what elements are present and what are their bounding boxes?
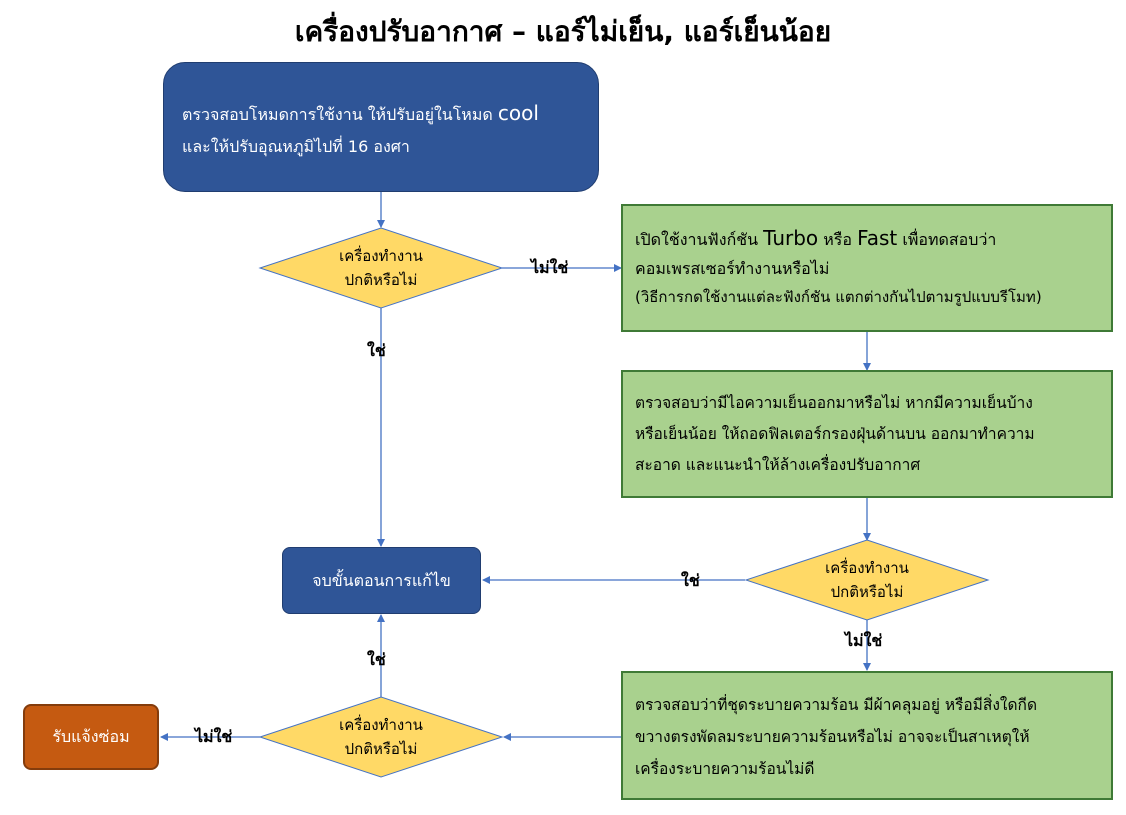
start-step-box: ตรวจสอบโหมดการใช้งาน ให้ปรับอยู่ในโหมด c… (163, 62, 599, 192)
turbo-test-line1: เปิดใช้งานฟังก์ชัน Turbo หรือ Fast เพื่อ… (635, 226, 997, 250)
edge-label-decision3-no: ไม่ใช่ (195, 727, 233, 746)
turbo-keyword: Turbo (763, 226, 819, 250)
diagram-title: เครื่องปรับอากาศ – แอร์ไม่เย็น, แอร์เย็น… (294, 15, 832, 48)
filter-check-line2: หรือเย็นน้อย ให้ถอดฟิลเตอร์กรองฝุ่นด้านบ… (635, 425, 1035, 443)
decision3-label: เครื่องทำงาน ปกติหรือไม่ (339, 716, 423, 758)
edge-label-decision2-no: ไม่ใช่ (845, 631, 883, 650)
edge-label-decision1-yes: ใช่ (367, 341, 386, 360)
edge-label-decision1-no: ไม่ใช่ (531, 258, 569, 277)
edge-label-decision3-yes: ใช่ (367, 650, 386, 669)
fast-keyword: Fast (857, 226, 898, 250)
turbo-test-line2: คอมเพรสเซอร์ทำงานหรือไม่ (635, 259, 830, 278)
decision2-label: เครื่องทำงาน ปกติหรือไม่ (825, 559, 909, 601)
turbo-test-line3: (วิธีการกดใช้งานแต่ละฟังก์ชัน แตกต่างกัน… (635, 288, 1042, 306)
cool-keyword: cool (497, 101, 539, 125)
decision1-label: เครื่องทำงาน ปกติหรือไม่ (339, 247, 423, 289)
decision2-diamond (744, 539, 990, 621)
heat-vent-check-box: ตรวจสอบว่าที่ชุดระบายความร้อน มีผ้าคลุมอ… (621, 671, 1113, 800)
turbo-test-box: เปิดใช้งานฟังก์ชัน Turbo หรือ Fast เพื่อ… (621, 204, 1113, 332)
filter-check-line3: สะอาด และแนะนำให้ล้างเครื่องปรับอากาศ (635, 456, 921, 474)
edge-label-decision2-yes: ใช่ (681, 571, 700, 590)
heat-vent-check-line1: ตรวจสอบว่าที่ชุดระบายความร้อน มีผ้าคลุมอ… (635, 696, 1038, 714)
end-step-label: จบขั้นตอนการแก้ไข (312, 571, 451, 590)
filter-check-box: ตรวจสอบว่ามีไอความเย็นออกมาหรือไม่ หากมี… (621, 370, 1113, 498)
decision1-diamond (258, 227, 504, 309)
repair-request-box: รับแจ้งซ่อม (23, 704, 159, 770)
filter-check-line1: ตรวจสอบว่ามีไอความเย็นออกมาหรือไม่ หากมี… (635, 394, 1033, 412)
heat-vent-check-line3: เครื่องระบายความร้อนไม่ดี (635, 760, 815, 778)
start-step-line1: ตรวจสอบโหมดการใช้งาน ให้ปรับอยู่ในโหมด c… (182, 101, 539, 125)
decision3-diamond (258, 696, 504, 778)
end-step-box: จบขั้นตอนการแก้ไข (282, 547, 481, 614)
repair-request-label: รับแจ้งซ่อม (52, 727, 130, 746)
heat-vent-check-line2: ขวางตรงพัดลมระบายความร้อนหรือไม่ อาจจะเป… (635, 728, 1030, 746)
start-step-line2: และให้ปรับอุณหภูมิไปที่ 16 องศา (182, 137, 410, 156)
